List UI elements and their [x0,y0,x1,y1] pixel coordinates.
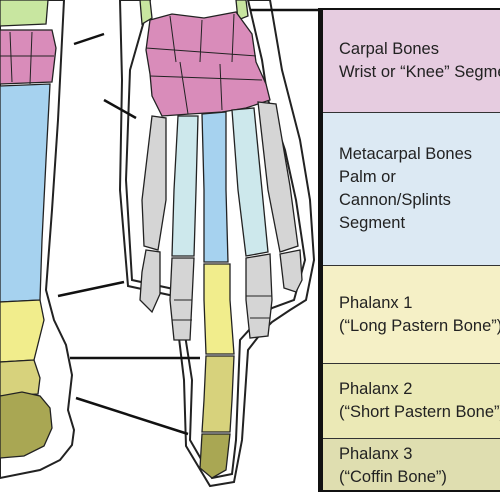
segment-carpal-line-1: Carpal Bones [339,40,439,58]
hand-phalanx2-middle [201,355,235,433]
hand-metacarpal-little [257,101,299,253]
leader-phalanx1 [57,280,125,298]
segment-phalanx2: Phalanx 2 (“Short Pastern Bone”) [323,364,500,439]
leader-carpal [73,32,105,46]
segment-carpal: Carpal Bones Wrist or “Knee” Segment [323,10,500,113]
hand-skeleton [118,0,316,488]
segment-phalanx3: Phalanx 3 (“Coffin Bone”) [323,439,500,490]
hand-metacarpal-index [171,115,199,257]
hand-carpal-bones [145,11,271,117]
hand-phalanges-index [169,257,195,341]
hand-phalanges-little [279,249,303,293]
leader-lines [57,8,318,436]
segment-carpal-line-2: Wrist or “Knee” Segment [339,63,500,81]
segment-metacarpal-line-1: Metacarpal Bones [339,145,472,163]
segment-phalanx3-line-1: Phalanx 3 [339,444,413,463]
hand-phalanx3-middle [199,433,231,479]
hand-phalanx1-middle [203,263,235,355]
segment-phalanx2-line-1: Phalanx 2 [339,380,413,398]
segment-phalanx1-line-1: Phalanx 1 [339,293,413,312]
segment-phalanx3-line-2: (“Coffin Bone”) [339,467,447,486]
segment-phalanx2-line-2: (“Short Pastern Bone”) [339,403,500,421]
leader-phalanx3 [75,396,189,436]
horse-limb [0,0,76,480]
horse-long-pastern [0,299,45,363]
horse-upper-bone [0,0,49,27]
segment-phalanx1: Phalanx 1 (“Long Pastern Bone”) [323,266,500,364]
hand-phalanges-thumb [139,249,161,314]
horse-coffin-bone [0,391,53,459]
hand-metacarpal-thumb [141,115,167,251]
hand-metacarpal-middle [201,111,229,263]
horse-carpal-bones [0,29,57,85]
legend-panel: Carpal Bones Wrist or “Knee” Segment Met… [318,8,500,492]
segment-phalanx1-line-2: (“Long Pastern Bone”) [339,316,500,335]
segment-metacarpal-line-4: Segment [339,214,406,232]
segment-metacarpal-line-3: Cannon/Splints [339,191,451,209]
horse-short-pastern [0,359,41,397]
hand-metacarpal-ring [231,107,269,257]
horse-cannon-bone [0,83,51,303]
segment-metacarpal: Metacarpal Bones Palm or Cannon/Splints … [323,113,500,266]
segment-metacarpal-line-2: Palm or [339,168,396,186]
leader-metacarpal [103,98,137,120]
